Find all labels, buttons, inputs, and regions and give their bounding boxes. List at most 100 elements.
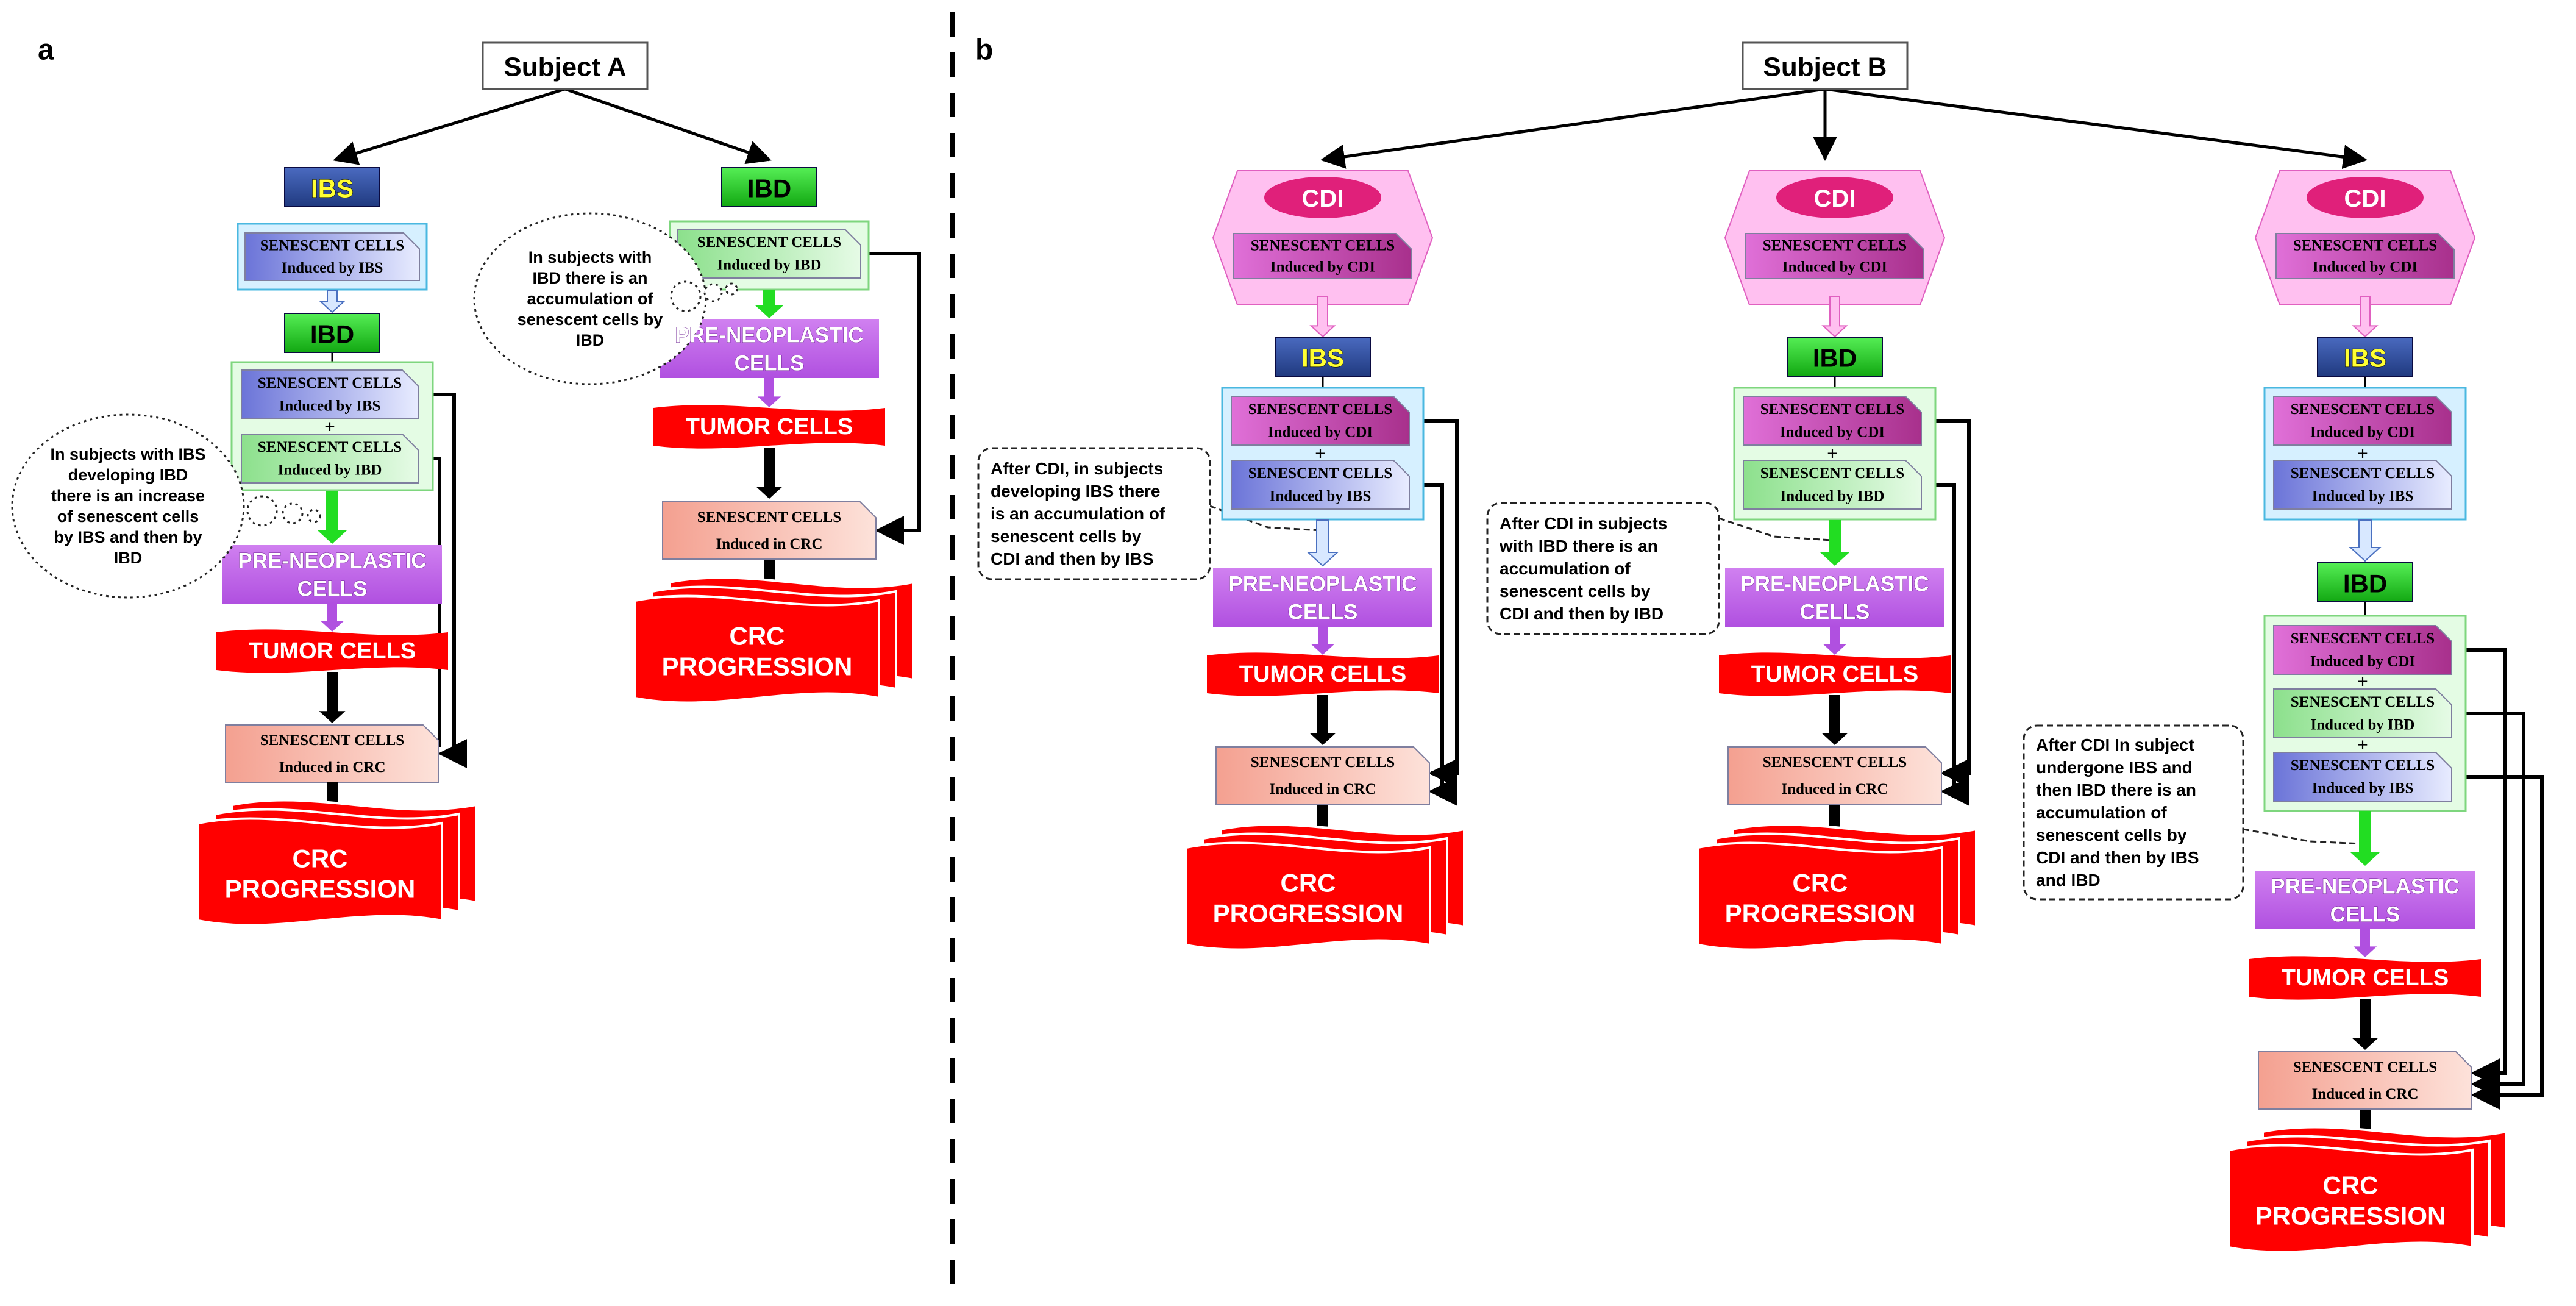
pre-neoplastic-label: CELLS (1800, 601, 1870, 624)
note-text: then IBD there is an (2036, 780, 2196, 799)
tumor-cells-box (1207, 652, 1439, 696)
callout-pointer (2243, 828, 2363, 845)
pre-neoplastic-label: CELLS (297, 577, 368, 601)
bypass-ibs-to-crc (2455, 775, 2544, 1110)
ibd-label: IBD (1813, 344, 1857, 373)
pre-neoplastic-label: CELLS (2330, 903, 2400, 927)
senescent-subtitle: Induced by CDI (2313, 259, 2418, 275)
black-flow-arrow (756, 448, 783, 499)
subject-box (1742, 41, 1909, 90)
thought-bubble (246, 495, 278, 527)
pre-neoplastic-box (1213, 568, 1432, 627)
ibd-disease-box (284, 313, 380, 353)
senescent-title: SENESCENT CELLS (1248, 401, 1392, 418)
note-text: and IBD (2036, 871, 2101, 890)
crc-progression-box (2227, 1144, 2474, 1254)
crc-label: PROGRESSION (2255, 1202, 2446, 1230)
note-text: After CDI In subject (2036, 735, 2194, 754)
note-text: IBD there is an (532, 269, 647, 287)
senescent-cdi-box (1233, 233, 1412, 279)
senescent-title: SENESCENT CELLS (2293, 1059, 2437, 1076)
green-flow-arrow (318, 491, 347, 544)
note-text: After CDI in subjects (1500, 514, 1667, 533)
bypass-ibd-to-crc (862, 252, 921, 545)
crc-label: CRC (1793, 869, 1848, 897)
senescent-cdi-box (2273, 396, 2452, 446)
tumor-cells-label: TUMOR CELLS (2282, 965, 2449, 991)
thought-bubble (670, 280, 702, 312)
subject-label: Subject A (503, 52, 626, 82)
purple-flow-arrow (1823, 627, 1847, 655)
crc-progression-box (634, 594, 880, 704)
senescent-subtitle: Induced by IBS (2312, 488, 2414, 505)
green-flow-arrow (755, 290, 784, 318)
tumor-cells-label: TUMOR CELLS (1751, 662, 1918, 687)
senescent-title: SENESCENT CELLS (1251, 754, 1395, 771)
pre-neoplastic-label: PRE-NEOPLASTIC (238, 549, 426, 573)
note-text: undergone IBS and (2036, 758, 2193, 777)
senescent-title: SENESCENT CELLS (1763, 237, 1907, 254)
senescent-subtitle: Induced by IBD (1781, 488, 1885, 505)
senescent-subtitle: Induced by CDI (2310, 654, 2415, 670)
thought-bubble (307, 508, 321, 523)
senescent-subtitle: Induced by IBS (2312, 780, 2414, 797)
subject-label: Subject B (1763, 52, 1887, 82)
senescent-ibs-box (241, 369, 419, 419)
senescent-subtitle: Induced by IBS (279, 398, 381, 415)
crc-label: PROGRESSION (1725, 899, 1916, 928)
ibd-disease-box (1787, 337, 1883, 377)
senescent-subtitle: Induced in CRC (2311, 1086, 2418, 1102)
callout-note (2023, 724, 2244, 901)
tumor-cells-label: TUMOR CELLS (1239, 662, 1406, 687)
ibs-label: IBS (1301, 344, 1344, 373)
thought-cloud-note (473, 212, 707, 385)
senescent-ibd-box (2273, 688, 2452, 738)
crc-progression-box (1697, 841, 1943, 951)
crc-label: PROGRESSION (1213, 899, 1404, 928)
senescent-title: SENESCENT CELLS (1763, 754, 1907, 771)
bypass-disease-to-crc (1925, 483, 1970, 806)
senescent-title: SENESCENT CELLS (1248, 465, 1392, 482)
plus-sign: + (1827, 444, 1838, 464)
note-text: CDI and then by IBS (2036, 848, 2199, 867)
senescent-cdi-box (2273, 625, 2452, 675)
note-text: there is an increase (51, 487, 205, 505)
pre-neoplastic-box (222, 545, 442, 604)
cdi-label: CDI (1302, 185, 1344, 212)
senescent-subtitle: Induced by CDI (1270, 259, 1375, 275)
senescent-cdi-box (1745, 233, 1924, 279)
senescent-ibd-box (241, 434, 419, 484)
senescent-title: SENESCENT CELLS (258, 375, 402, 391)
senescent-subtitle: Induced by IBS (1270, 488, 1372, 505)
cdi-flow-arrow (2352, 296, 2379, 338)
note-text: senescent cells by (991, 527, 1142, 546)
crc-label: PROGRESSION (225, 875, 416, 904)
senescent-title: SENESCENT CELLS (2291, 694, 2435, 710)
black-flow-arrow (319, 672, 346, 723)
subject-a-to-ibs (333, 87, 566, 165)
senescent-ibs-box (2273, 752, 2452, 802)
senescent-subtitle: Induced in CRC (1781, 781, 1888, 798)
crc-label: CRC (293, 844, 348, 873)
senescent-subtitle: Induced by CDI (1268, 424, 1373, 441)
ibs-to-ibd-arrow (319, 290, 346, 313)
ibd-disease-box (721, 167, 817, 207)
pre-neoplastic-label: CELLS (1288, 601, 1358, 624)
subject-b-to-cdi-1 (1320, 87, 1826, 169)
green-flow-arrow (2350, 811, 2380, 866)
note-text: senescent cells by (1500, 582, 1651, 601)
note-text: CDI and then by IBS (991, 549, 1154, 568)
panel-letter-a: a (38, 34, 54, 66)
senescent-title: SENESCENT CELLS (1760, 401, 1904, 418)
cdi-label: CDI (1814, 185, 1856, 212)
shape-layer (11, 41, 2508, 1254)
senescent-title: SENESCENT CELLS (1251, 237, 1395, 254)
note-text: IBD (576, 331, 605, 349)
note-text: accumulation of (527, 290, 653, 308)
senescent-subtitle: Induced by IBD (717, 257, 822, 274)
note-text: by IBS and then by (54, 528, 202, 546)
plus-sign: + (1315, 444, 1326, 464)
note-text: CDI and then by IBD (1500, 604, 1663, 623)
